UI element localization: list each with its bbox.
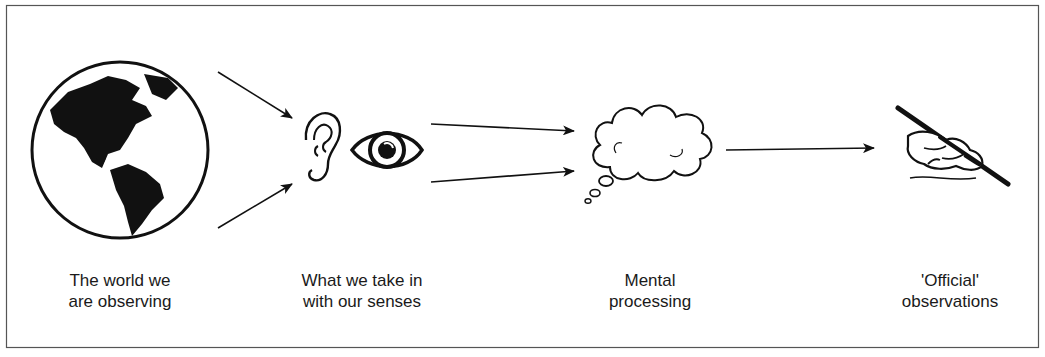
flow-arrow bbox=[218, 184, 292, 228]
figure-caption: The world we are observing bbox=[45, 270, 195, 312]
figure-caption: Mental processing bbox=[585, 270, 715, 312]
flow-arrow bbox=[726, 148, 874, 150]
flow-arrow bbox=[431, 124, 574, 131]
writing-hand-icon bbox=[880, 100, 1020, 190]
flow-arrow bbox=[218, 72, 292, 118]
senses-node: What we take in with our senses bbox=[298, 110, 425, 190]
observations-node: 'Official' observations bbox=[880, 100, 1020, 190]
border-rect bbox=[7, 6, 1039, 348]
flow-arrow bbox=[431, 171, 574, 182]
globe-icon bbox=[28, 58, 212, 242]
figure-caption: 'Official' observations bbox=[885, 270, 1015, 312]
figure-caption: What we take in with our senses bbox=[267, 270, 457, 312]
world-node: The world we are observing bbox=[28, 58, 212, 242]
ear-eye-icon bbox=[298, 110, 425, 190]
processing-node: Mental processing bbox=[580, 95, 720, 205]
thought-cloud-icon bbox=[580, 95, 720, 205]
